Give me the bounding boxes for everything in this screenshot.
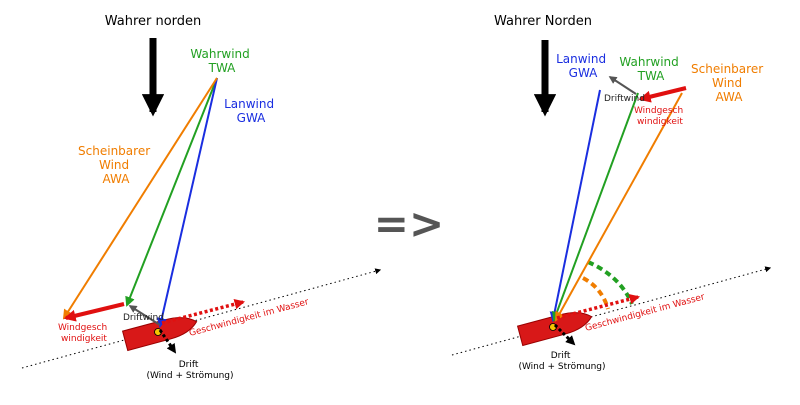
left-water-speed-vector — [161, 299, 246, 325]
right-true-wind-label: Wahrwind TWA — [619, 55, 682, 83]
right-ground-wind-label: Lanwind GWA — [556, 52, 610, 80]
right-wind-speed-label: Windgesch windigkeit — [634, 106, 686, 127]
right-drift-wind-vector — [608, 76, 637, 95]
right-true-wind-vector — [552, 92, 639, 322]
right-diagram: Wahrer Norden Lanwind GWA Wahrwind TWA S… — [451, 14, 772, 372]
right-true-wind-angle-arc — [587, 260, 634, 305]
left-true-wind-vector — [125, 77, 218, 307]
left-apparent-wind-vector — [62, 77, 218, 320]
left-drift-label: Drift (Wind + Strömung) — [146, 360, 233, 381]
left-drift-wind-vector — [128, 305, 161, 326]
right-drift-wind-label: Driftwind — [604, 94, 645, 104]
left-drift-wind-label: Driftwind — [123, 313, 164, 323]
right-apparent-wind-angle-arc — [582, 276, 610, 310]
right-water-speed-vector — [556, 294, 641, 320]
left-north-label: Wahrer norden — [105, 14, 202, 29]
right-ground-wind-vector — [549, 89, 601, 322]
left-drift-vector — [158, 329, 177, 354]
left-wind-speed-label: Windgesch windigkeit — [58, 323, 110, 344]
left-diagram: Wahrer norden Wahrwind TWA Lanwind GWA S… — [21, 14, 382, 381]
left-ground-wind-vector — [156, 77, 218, 328]
left-true-wind-label: Wahrwind TWA — [190, 47, 253, 75]
right-apparent-wind-vector — [555, 92, 683, 322]
transition-arrow: => — [374, 199, 444, 248]
right-drift-label: Drift (Wind + Strömung) — [518, 351, 605, 372]
left-wind-speed-vector — [63, 302, 125, 322]
right-course-line — [451, 266, 772, 356]
left-apparent-wind-label: Scheinbarer Wind AWA — [78, 144, 154, 186]
right-wind-speed-vector — [638, 86, 687, 103]
right-north-label: Wahrer Norden — [494, 14, 592, 29]
right-water-speed-label: Geschwindigkeit im Wasser — [584, 292, 706, 334]
right-drift-vector — [553, 323, 576, 346]
left-water-speed-label: Geschwindigkeit im Wasser — [188, 297, 310, 339]
left-ground-wind-label: Lanwind GWA — [224, 97, 278, 125]
left-course-line — [21, 268, 382, 369]
right-apparent-wind-label: Scheinbarer Wind AWA — [691, 62, 767, 104]
